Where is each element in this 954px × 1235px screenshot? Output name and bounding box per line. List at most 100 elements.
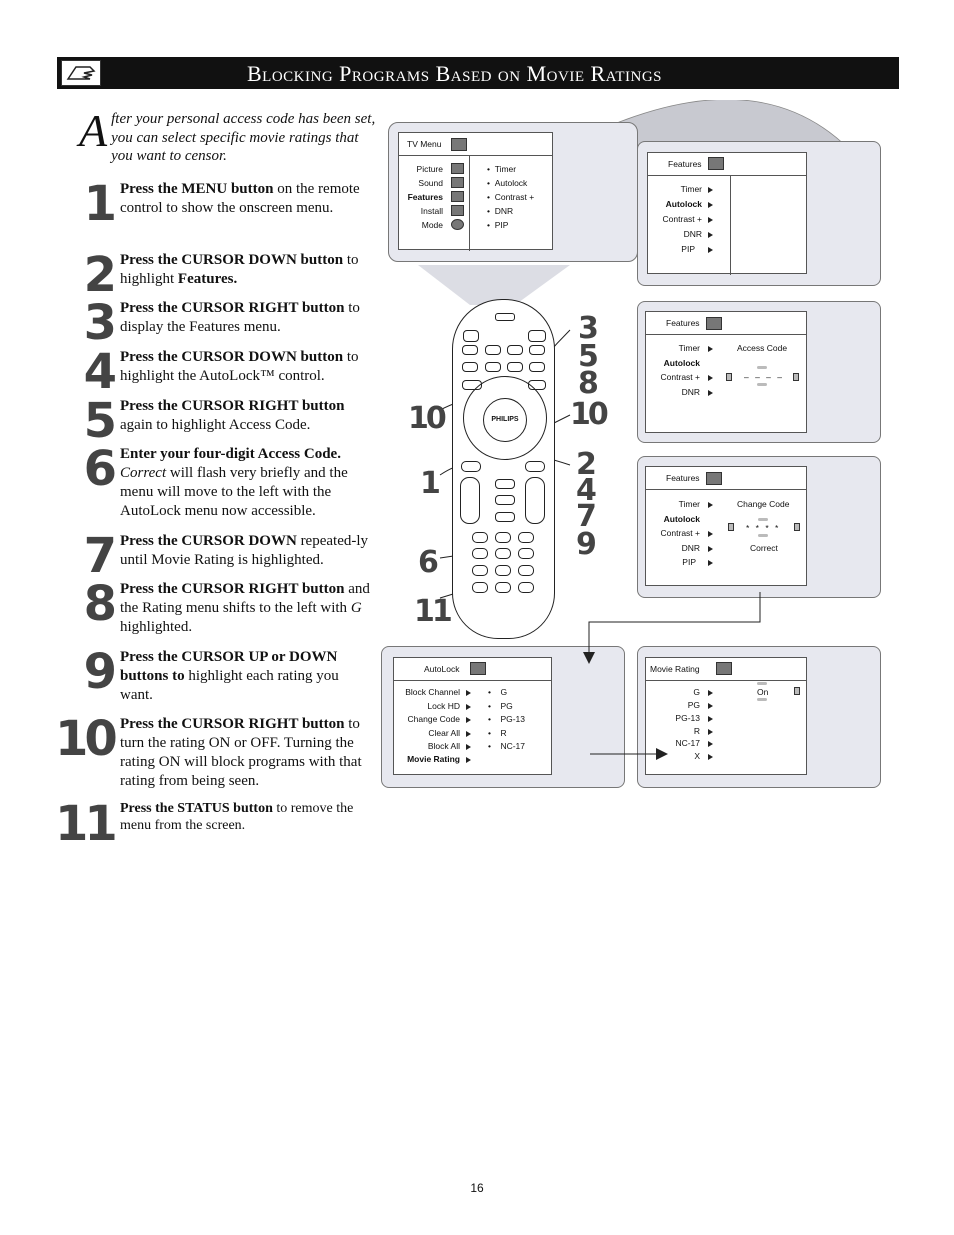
status-button[interactable] bbox=[472, 582, 488, 593]
remote-button[interactable] bbox=[518, 582, 534, 593]
remote-button[interactable] bbox=[463, 330, 479, 342]
step-detail: to highlight bbox=[120, 252, 359, 287]
screen-title: Features bbox=[668, 159, 702, 169]
menu-item: Clear All bbox=[428, 728, 460, 738]
digit-button[interactable] bbox=[518, 565, 534, 576]
digit-button[interactable] bbox=[495, 582, 511, 593]
menu-item-selected: Features bbox=[407, 192, 443, 202]
menu-item: DNR bbox=[683, 229, 702, 239]
submenu-item: • DNR bbox=[487, 206, 514, 216]
step-detail: to display the Features menu. bbox=[120, 300, 360, 335]
submenu-item: • PIP bbox=[487, 220, 509, 230]
digit-button[interactable] bbox=[495, 532, 511, 543]
remote-button[interactable] bbox=[528, 330, 546, 342]
cursor-ring[interactable] bbox=[463, 376, 547, 460]
down-arrow-icon bbox=[758, 534, 768, 537]
menu-button[interactable] bbox=[461, 461, 481, 472]
tv-icon bbox=[470, 662, 486, 675]
menu-item: Contrast + bbox=[660, 372, 700, 382]
menu-item: Timer bbox=[678, 343, 700, 353]
step-detail: to turn the rating ON or OFF. Turning th… bbox=[120, 716, 362, 789]
step-number: 1 bbox=[83, 176, 117, 232]
screen-title: Features bbox=[666, 318, 700, 328]
rating-item: • NC-17 bbox=[488, 741, 525, 751]
features-icon bbox=[451, 191, 464, 202]
access-code-field[interactable]: – – – – bbox=[744, 372, 784, 382]
hand-pointer-icon bbox=[61, 60, 101, 86]
digit-button[interactable] bbox=[472, 565, 488, 576]
change-code-field[interactable]: * * * * bbox=[746, 523, 781, 533]
callout-number: 3 bbox=[578, 311, 599, 346]
submenu-item: • Contrast + bbox=[487, 192, 535, 202]
remote-button[interactable] bbox=[485, 345, 501, 355]
remote-button[interactable] bbox=[495, 495, 515, 505]
features-screen-3: Features Timer Autolock Contrast + DNR P… bbox=[645, 466, 807, 586]
menu-item: PIP bbox=[681, 244, 695, 254]
rating-value[interactable]: On bbox=[757, 687, 769, 697]
step-rating: G bbox=[350, 600, 362, 616]
menu-item-selected: Movie Rating bbox=[407, 754, 460, 764]
menu-item: Timer bbox=[680, 184, 702, 194]
remote-button[interactable] bbox=[485, 362, 501, 372]
right-arrow-icon bbox=[794, 523, 800, 531]
callout-number: 11 bbox=[414, 594, 453, 629]
channel-rocker[interactable] bbox=[525, 477, 545, 524]
menu-item: Block Channel bbox=[405, 687, 460, 697]
rating-item: X bbox=[694, 751, 700, 761]
down-arrow-icon bbox=[757, 698, 767, 701]
remote-button[interactable] bbox=[529, 345, 545, 355]
step-number: 11 bbox=[55, 796, 118, 852]
remote-button[interactable] bbox=[529, 362, 545, 372]
rating-item: PG bbox=[687, 700, 700, 710]
step-detail: again to highlight Access Code. bbox=[120, 417, 311, 433]
rating-item: G bbox=[693, 687, 700, 697]
step-action: Press the CURSOR RIGHT button bbox=[120, 300, 345, 316]
remote-button[interactable] bbox=[462, 362, 478, 372]
right-arrow-icon bbox=[794, 687, 800, 695]
step-detail: highlight each rating you want. bbox=[120, 668, 339, 703]
autolock-screen: AutoLock Block Channel Lock HD Change Co… bbox=[393, 657, 552, 775]
up-arrow-icon bbox=[757, 682, 767, 685]
step-action: Press the CURSOR DOWN button bbox=[120, 252, 344, 268]
left-arrow-icon bbox=[726, 373, 732, 381]
menu-item: DNR bbox=[681, 543, 700, 553]
callout-number: 5 bbox=[578, 339, 599, 374]
step-action: Press the CURSOR RIGHT button bbox=[120, 581, 345, 597]
remote-button[interactable] bbox=[495, 479, 515, 489]
remote-button[interactable] bbox=[507, 345, 523, 355]
step-action: Press the CURSOR RIGHT button bbox=[120, 716, 345, 732]
digit-button[interactable] bbox=[518, 548, 534, 559]
digit-button[interactable] bbox=[495, 548, 511, 559]
page-number: 16 bbox=[470, 1181, 484, 1195]
up-arrow-icon bbox=[758, 518, 768, 521]
step-number: 9 bbox=[83, 644, 117, 700]
step-detail: and the Rating menu shifts to the left w… bbox=[120, 581, 370, 616]
step-detail-end: highlighted. bbox=[120, 619, 193, 635]
rating-item: • G bbox=[488, 687, 508, 697]
digit-button[interactable] bbox=[518, 532, 534, 543]
tv-icon bbox=[451, 138, 467, 151]
remote-button[interactable] bbox=[507, 362, 523, 372]
remote-button[interactable] bbox=[495, 512, 515, 522]
ok-button[interactable]: PHILIPS bbox=[483, 398, 527, 442]
program-button[interactable] bbox=[525, 461, 545, 472]
digit-button[interactable] bbox=[472, 548, 488, 559]
remote-button[interactable] bbox=[462, 345, 478, 355]
rating-item: • PG-13 bbox=[488, 714, 526, 724]
step-number: 2 bbox=[83, 247, 117, 303]
menu-item-selected: Autolock bbox=[663, 514, 700, 524]
digit-button[interactable] bbox=[472, 532, 488, 543]
menu-item: Block All bbox=[427, 741, 460, 751]
callout-number: 6 bbox=[418, 545, 439, 580]
power-button[interactable] bbox=[495, 313, 515, 321]
digit-button[interactable] bbox=[495, 565, 511, 576]
step-detail: will flash very briefly and the menu wil… bbox=[120, 465, 348, 519]
menu-item: PIP bbox=[682, 557, 696, 567]
step-number: 4 bbox=[83, 344, 117, 400]
callout-number: 7 bbox=[576, 499, 597, 534]
step-action: Press the CURSOR DOWN bbox=[120, 533, 297, 549]
volume-rocker[interactable] bbox=[460, 477, 480, 524]
step-action: Enter your four-digit Access Code. bbox=[120, 446, 341, 462]
tv-menu-screen: TV Menu Picture Sound Features Install M… bbox=[398, 132, 553, 251]
